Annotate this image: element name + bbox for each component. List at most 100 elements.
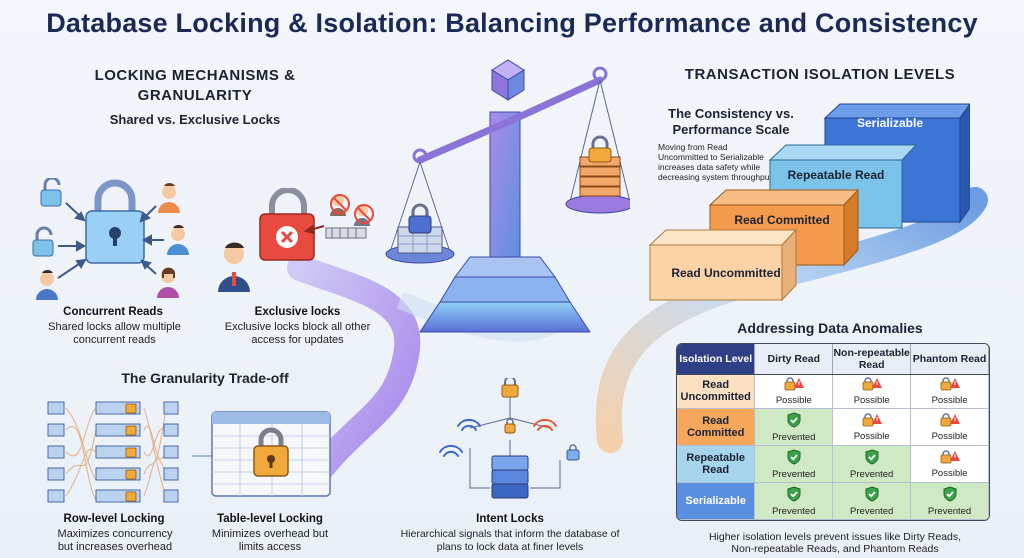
shield-check-icon [786,449,802,465]
page-title: Database Locking & Isolation: Balancing … [46,8,978,38]
row-level-title: Row-level Locking [63,513,165,525]
shield-check-icon [786,485,802,502]
shield-check-icon [786,412,802,428]
isolation-level-cell: Serializable [677,482,756,520]
isolation-staircase [648,103,970,302]
barrier-icon [325,227,367,239]
row-lock-icon [125,403,137,502]
step-read-uncommitted: Read Uncommitted [671,265,781,280]
shield-check-icon [942,485,958,502]
intent-lock-icon [501,378,519,398]
row-level-lock-illustration [47,401,179,503]
left-pan-lock-icon [408,203,432,234]
warning-lock-icon [861,412,883,427]
table-level-lock-illustration [192,411,331,497]
intent-lock-icon [566,444,580,461]
shield-check-icon [864,449,880,465]
anomaly-cell: Prevented [754,445,834,484]
isolation-level-cell: Repeatable Read [677,445,756,484]
anomalies-heading: Addressing Data Anomalies [737,320,923,336]
blocked-user-icon [330,194,350,216]
shield-check-icon [864,485,880,502]
intent-lock-icon [504,418,516,434]
exclusive-lock-title: Exclusive locks [254,306,341,318]
right-pan-lock-icon [588,135,612,163]
shared-lock-title: Concurrent Reads [63,306,163,318]
anomaly-status: Possible [853,394,890,406]
user-avatar-icon [218,242,250,292]
locking-section-heading: LOCKING MECHANISMS & GRANULARITY [94,67,296,104]
anomaly-cell: Possible [754,374,834,410]
anomaly-status: Prevented [772,431,816,443]
user-avatar-icon [158,182,180,213]
shared-vs-exclusive-heading: Shared vs. Exclusive Locks [109,112,281,127]
header-phantom-read: Phantom Read [910,344,989,375]
anomaly-status: Possible [853,430,890,442]
anomaly-cell: Prevented [832,482,912,520]
anomaly-cell: Prevented [910,482,989,520]
warning-lock-icon [861,377,883,391]
anomaly-cell: Possible [832,408,912,447]
shared-lock-desc: Shared locks allow multiple concurrent r… [48,321,181,346]
user-avatar-icon [167,224,189,255]
small-open-lock-icon [32,226,54,257]
warning-lock-icon [939,449,961,464]
user-avatar-icon [36,269,58,300]
anomaly-status: Prevented [927,505,972,517]
balance-scale-illustration [385,59,630,333]
anomaly-cell: Prevented [754,408,834,447]
database-stack-icon [491,455,529,499]
exclusive-lock-desc: Exclusive locks block all other access f… [224,321,371,346]
row-level-desc: Maximizes concurrency but increases over… [57,528,173,553]
anomaly-cell: Possible [910,374,989,410]
anomaly-cell: Possible [910,445,989,484]
signal-wave-icon [439,419,557,457]
isolation-level-cell: Read Uncommitted [677,374,756,410]
anomaly-status: Possible [931,394,968,406]
isolation-level-cell: Read Committed [677,408,756,447]
step-read-committed: Read Committed [734,213,830,227]
table-level-desc: Minimizes overhead but limits access [211,528,329,553]
isolation-section-heading: TRANSACTION ISOLATION LEVELS [684,66,956,83]
step-serializable: Serializable [856,116,924,130]
anomaly-status: Possible [931,467,968,479]
anomaly-status: Possible [931,430,968,442]
anomaly-status: Prevented [772,468,816,480]
anomaly-cell: Possible [910,408,989,447]
left-flow-ribbon [287,255,421,483]
table-lock-icon [253,427,289,477]
anomaly-status: Prevented [850,505,894,517]
scale-desc: Moving from Read Uncommitted to Serializ… [658,142,775,182]
anomaly-cell: Possible [832,374,912,410]
blocked-user-icon [354,204,374,226]
anomaly-status: Possible [775,394,812,406]
header-non-repeatable-read: Non-repeatable Read [832,344,912,375]
header-dirty-read: Dirty Read [754,344,834,375]
table-level-title: Table-level Locking [217,513,323,525]
header-isolation-level: Isolation Level [677,344,756,375]
intent-locks-title: Intent Locks [476,513,544,525]
exclusive-lock-illustration [218,188,374,292]
anomalies-table: Isolation Level Dirty Read Non-repeatabl… [676,343,990,521]
small-open-lock-icon [40,178,62,207]
exclusive-lock-icon [259,188,315,261]
anomaly-cell: Prevented [754,482,834,520]
big-shared-lock-icon [85,179,145,264]
user-avatar-icon [157,267,179,298]
granularity-heading: The Granularity Trade-off [121,370,289,386]
anomaly-status: Prevented [850,468,894,480]
warning-lock-icon [783,377,805,391]
warning-lock-icon [939,377,961,391]
scale-heading: The Consistency vs. Performance Scale [668,106,794,137]
warning-lock-icon [939,412,961,427]
anomaly-status: Prevented [772,505,816,517]
intent-locks-illustration [439,378,580,499]
anomaly-cell: Prevented [832,445,912,484]
anomalies-footer: Higher isolation levels prevent issues l… [708,531,962,555]
shared-lock-illustration [32,178,189,300]
step-repeatable-read: Repeatable Read [787,168,885,182]
